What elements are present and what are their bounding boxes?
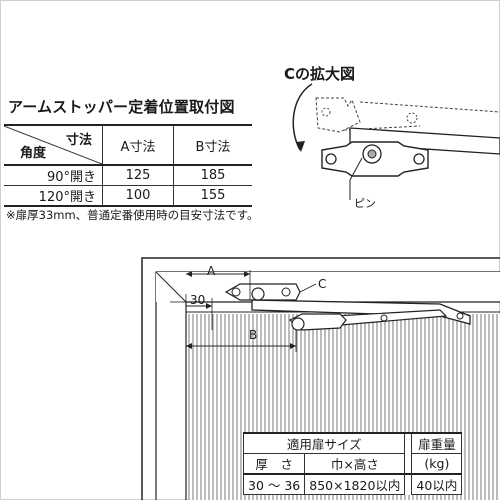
rotation-arrow-head [296, 141, 305, 152]
detail-c-title: Cの拡大図 [284, 65, 356, 83]
col-header-a: A寸法 [102, 124, 174, 166]
a-value-cell: 125 [102, 164, 174, 186]
corner-header-cell: 寸法 角度 [4, 124, 103, 166]
pin-label: ピン [354, 197, 376, 210]
corner-label-dimension: 寸法 [65, 133, 92, 148]
angle-cell: 120°開き [4, 185, 103, 207]
table-row: 120°開き 100 155 [4, 185, 252, 207]
col-header-b: B寸法 [173, 124, 252, 166]
dimension-lines [170, 270, 317, 352]
table-row: 90°開き 125 185 [4, 164, 252, 186]
size-cell: 850×1820以内 [304, 473, 406, 495]
b-value-cell: 155 [173, 185, 252, 207]
footnote: ※扉厚33mm、普通定番使用時の目安寸法です。 [6, 208, 259, 222]
header-door-size: 適用扉サイズ [242, 432, 406, 454]
table-row: 30 ～ 36 850×1820以内 40以内 [242, 473, 463, 495]
label-a: A [207, 264, 216, 278]
subheader-weight-unit: (kg) [411, 453, 463, 475]
applicable-door-table: 適用扉サイズ 扉重量 厚 さ 巾×高さ (kg) 30 ～ 36 850×182… [242, 432, 463, 495]
arm-stopper [224, 283, 471, 331]
detail-c-drawing [292, 83, 500, 200]
detail-arm [349, 127, 500, 155]
a-value-cell: 100 [102, 185, 174, 207]
corner-label-angle: 角度 [20, 146, 47, 161]
angle-cell: 90°開き [4, 164, 103, 186]
header-door-weight: 扉重量 [411, 432, 463, 454]
page-title: アームストッパー定着位置取付図 [8, 98, 235, 116]
label-c: C [318, 277, 327, 291]
rotation-arrow [292, 83, 313, 151]
dashed-bracket [315, 97, 361, 133]
diagonal-line [4, 126, 102, 164]
dimension-table: 寸法 角度 A寸法 B寸法 90°開き 125 185 120°開き 100 1… [4, 124, 252, 207]
thickness-cell: 30 ～ 36 [242, 473, 306, 495]
label-b: B [249, 328, 258, 342]
subheader-thickness: 厚 さ [242, 453, 306, 475]
subheader-size: 巾×高さ [304, 453, 406, 475]
weight-cell: 40以内 [411, 473, 463, 495]
label-30: 30 [190, 293, 206, 307]
